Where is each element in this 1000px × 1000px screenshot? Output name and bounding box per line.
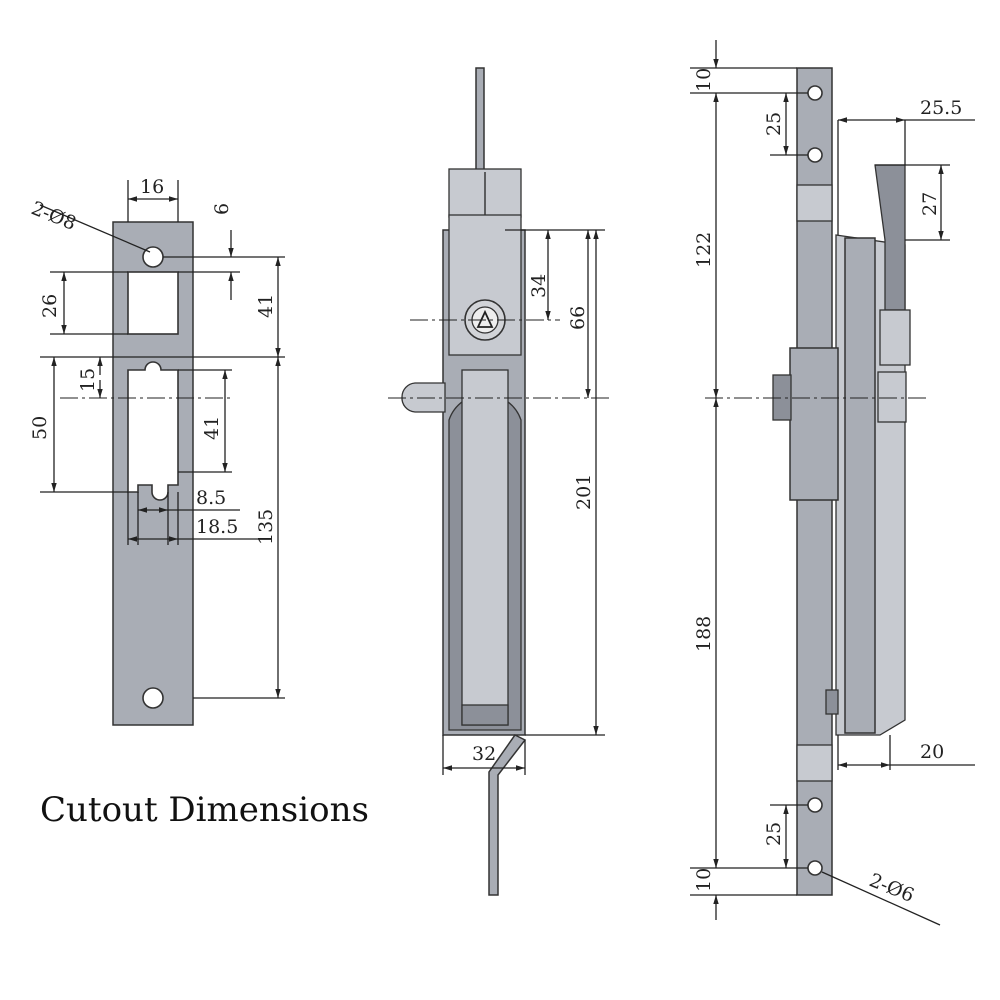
cutout-bottom-hole [142, 687, 164, 709]
side-hole-1 [807, 85, 823, 101]
side-dim-10-bottom: 10 [693, 868, 715, 892]
side-view: 10 25 122 25.5 27 188 20 25 10 2-Ø6 [690, 40, 975, 926]
front-handle-channel [461, 369, 509, 726]
cutout-dimensions-caption: Cutout Dimensions [40, 790, 369, 830]
side-dim-25-bottom: 25 [763, 822, 785, 846]
side-latch-arm [879, 309, 911, 366]
cutout-dim-18-5: 18.5 [196, 516, 238, 538]
side-dim-188: 188 [693, 616, 715, 652]
front-handle-bottom [461, 704, 509, 726]
cutout-dim-41-top: 41 [255, 294, 277, 318]
front-dim-34: 34 [528, 274, 550, 298]
side-hole-3 [807, 797, 823, 813]
cutout-dim-8-5: 8.5 [196, 487, 226, 509]
side-bar-bottom-band [796, 744, 833, 782]
cutout-dim-50: 50 [29, 416, 51, 440]
side-bottom-screw [825, 689, 839, 715]
front-view: 34 66 201 32 [388, 67, 610, 896]
cutout-upper-window [127, 271, 179, 335]
front-top-rod [475, 67, 485, 174]
side-dim-25-top: 25 [763, 112, 785, 136]
cutout-hole-note: 2-Ø8 [28, 197, 79, 235]
cutout-lower-window [127, 361, 179, 501]
cutout-dim-6: 6 [211, 203, 233, 215]
front-dim-66: 66 [567, 306, 589, 330]
side-dim-10-top: 10 [693, 68, 715, 92]
side-hole-2 [807, 147, 823, 163]
side-cam [877, 371, 907, 423]
cutout-dim-26: 26 [39, 294, 61, 318]
side-handle-plate [844, 237, 876, 734]
front-upper-body [448, 214, 522, 356]
side-hole-4 [807, 860, 823, 876]
side-dim-122: 122 [693, 232, 715, 268]
cutout-dim-41-window: 41 [201, 416, 223, 440]
cutout-dim-15: 15 [77, 368, 99, 392]
side-hole-note: 2-Ø6 [866, 869, 917, 907]
front-dim-201: 201 [573, 474, 595, 510]
side-dim-25-5: 25.5 [920, 97, 962, 119]
side-bar-top-band [796, 184, 833, 222]
cutout-view: 16 2-Ø8 6 26 41 15 50 41 8.5 18.5 135 [28, 176, 285, 726]
side-dim-27: 27 [919, 192, 941, 216]
cutout-dim-135: 135 [255, 509, 277, 545]
front-dim-32: 32 [472, 743, 496, 765]
side-lock-housing [789, 347, 839, 501]
side-dim-20: 20 [920, 741, 944, 763]
cutout-dim-width-16: 16 [140, 176, 164, 198]
